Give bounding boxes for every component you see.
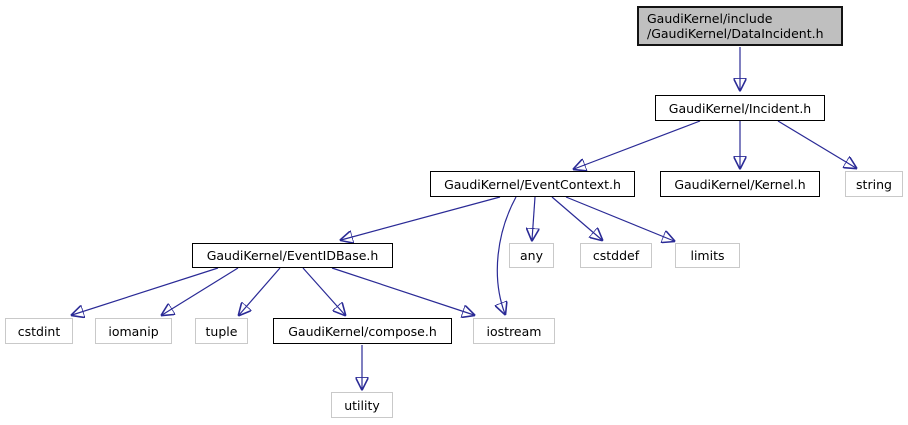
edge-eventidbase-to-compose <box>302 267 345 315</box>
node-compose-header[interactable]: GaudiKernel/compose.h <box>273 318 452 344</box>
node-tuple-header: tuple <box>195 318 248 344</box>
node-eventcontext-header[interactable]: GaudiKernel/EventContext.h <box>430 171 635 197</box>
edge-eventidbase-to-tuple <box>239 267 281 315</box>
node-any-header: any <box>509 243 554 268</box>
edge-eventcontext-to-limits <box>565 196 674 241</box>
node-cstddef-header: cstddef <box>580 243 652 268</box>
edge-eventidbase-to-iostream <box>331 267 474 315</box>
node-dataincident-header[interactable]: GaudiKernel/include /GaudiKernel/DataInc… <box>637 6 843 46</box>
node-kernel-header[interactable]: GaudiKernel/Kernel.h <box>660 171 820 197</box>
node-iostream-header: iostream <box>473 318 555 344</box>
edge-eventidbase-to-iomanip <box>162 267 239 315</box>
node-eventidbase-header[interactable]: GaudiKernel/EventIDBase.h <box>192 243 393 268</box>
edge-eventcontext-to-eventidbase <box>341 196 501 240</box>
node-iomanip-header: iomanip <box>95 318 172 344</box>
node-limits-header: limits <box>675 243 740 268</box>
edge-incident-to-eventcontext <box>574 120 701 169</box>
edge-eventidbase-to-cstdint <box>72 267 219 315</box>
node-string-header: string <box>845 171 903 197</box>
edge-eventcontext-to-iostream <box>497 196 517 314</box>
edge-incident-to-string <box>777 120 856 168</box>
edge-eventcontext-to-cstddef <box>551 196 602 240</box>
node-cstdint-header: cstdint <box>5 318 73 344</box>
edge-eventcontext-to-any <box>532 196 535 240</box>
node-utility-header: utility <box>331 392 393 418</box>
node-dataincident-line1: GaudiKernel/include <box>647 11 773 26</box>
node-dataincident-line2: /GaudiKernel/DataIncident.h <box>647 26 824 41</box>
node-incident-header[interactable]: GaudiKernel/Incident.h <box>655 95 825 121</box>
